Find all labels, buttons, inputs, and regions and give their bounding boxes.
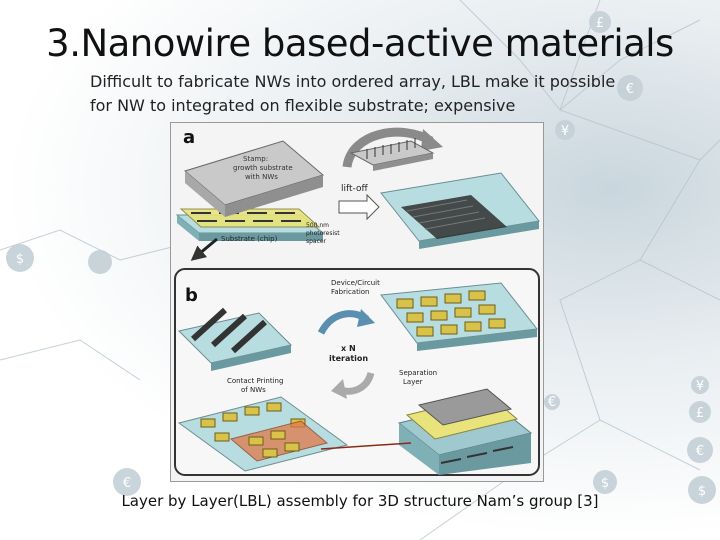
euro-icon: €	[123, 476, 131, 491]
panel-a-label: a	[183, 127, 195, 148]
yen-icon: ¥	[561, 124, 569, 139]
stamp-with-nanowires	[349, 138, 435, 171]
dollar-icon: $	[698, 484, 706, 499]
substrate-label: Substrate (chip)	[221, 235, 278, 243]
euro-icon: €	[548, 395, 556, 410]
flip-arrow	[342, 127, 434, 169]
stamp-label-line3: with NWs	[245, 173, 278, 181]
nanowire-stripes-chip	[178, 307, 292, 371]
spacer-label-line1: 500 nm	[306, 222, 329, 229]
dollar-icon: $	[16, 252, 24, 267]
stacked-3d-structure	[397, 388, 533, 475]
iteration-label: iteration	[329, 354, 368, 363]
separation-label-line2: Layer	[403, 378, 423, 386]
device-label-line1: Device/Circuit	[331, 279, 380, 287]
lbl-assembly-figure: a Stamp: growth substrate with NWs Subst…	[170, 122, 544, 482]
dollar-icon: $	[601, 476, 609, 491]
separation-label-line1: Separation	[399, 369, 437, 377]
lift-off-label: lift-off	[341, 184, 368, 194]
spacer-label-line2: photoresist	[306, 230, 340, 237]
pound-icon: £	[696, 406, 704, 421]
stamp-label-line1: Stamp:	[243, 155, 268, 163]
transferred-chip	[380, 172, 540, 249]
euro-icon: €	[696, 444, 704, 459]
contact-label-line2: of NWs	[241, 386, 266, 394]
lift-off-arrow	[338, 193, 380, 221]
device-label-line2: Fabrication	[331, 288, 370, 296]
connector-line	[320, 442, 412, 450]
device-array-chip	[380, 282, 538, 351]
lbl-assembly-diagram: a Stamp: growth substrate with NWs Subst…	[174, 127, 540, 476]
contact-label-line1: Contact Printing	[227, 377, 283, 385]
stamp-label-line2: growth substrate	[233, 164, 293, 172]
figure-caption: Layer by Layer(LBL) assembly for 3D stru…	[121, 492, 599, 510]
euro-icon: €	[626, 82, 634, 97]
substrate-chip	[175, 208, 325, 241]
iteration-count-label: x N	[341, 344, 356, 353]
stamp-block	[183, 140, 325, 217]
slide-subtitle: Difficult to fabricate NWs into ordered …	[90, 72, 616, 115]
panel-b-label: b	[185, 285, 198, 306]
step-arrow	[190, 237, 218, 261]
pound-icon: £	[596, 16, 604, 31]
printed-layer-chip	[177, 396, 349, 472]
slide-title: 3.Nanowire based-active materials	[46, 22, 674, 65]
spacer-label-line3: spacer	[306, 238, 327, 245]
yen-icon: ¥	[696, 379, 704, 394]
